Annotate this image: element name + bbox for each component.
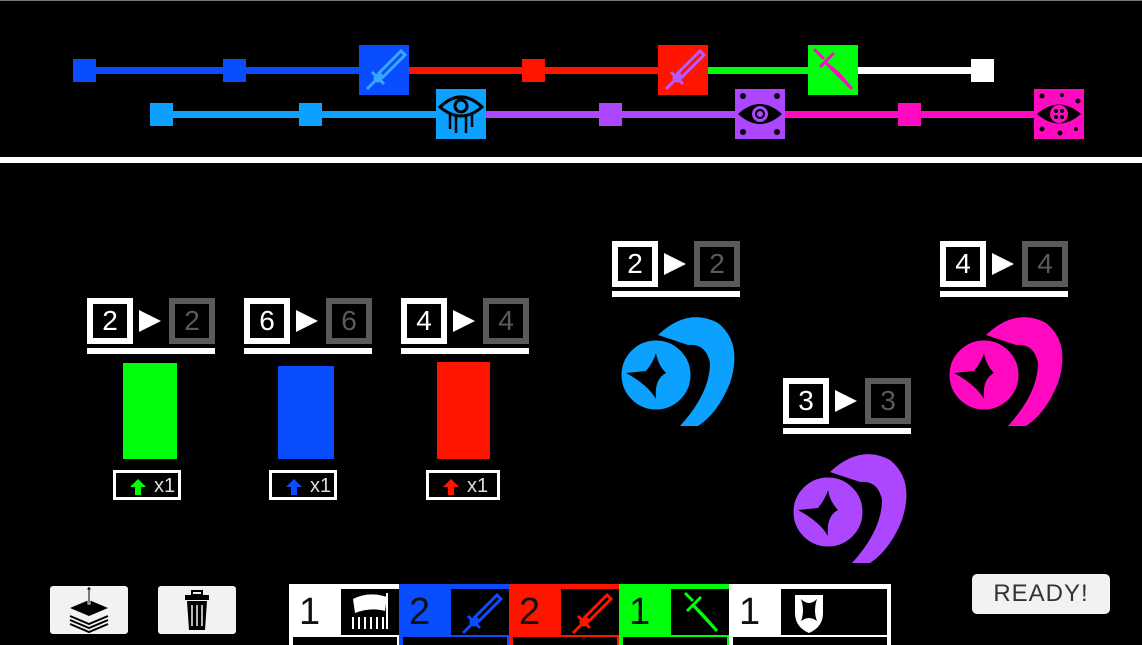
track-line-green xyxy=(684,67,834,74)
card-stack-upload-icon xyxy=(69,585,109,634)
arrow-right-icon xyxy=(835,390,857,412)
arrow-right-icon xyxy=(664,253,686,275)
track-node[interactable] xyxy=(599,103,622,126)
multiplier-badge[interactable]: x1 xyxy=(426,470,500,500)
track-node[interactable] xyxy=(73,59,96,82)
stat-bar-green xyxy=(123,363,177,459)
track-node[interactable] xyxy=(898,103,921,126)
underline xyxy=(940,291,1068,297)
hand-slot-banner[interactable]: 1 xyxy=(289,584,399,645)
multiplier-text: x1 xyxy=(154,475,176,497)
stat-bar-red xyxy=(437,362,490,459)
arrow-up-icon xyxy=(130,479,146,495)
slot-icon-box xyxy=(781,589,887,635)
arrow-right-icon xyxy=(139,310,161,332)
arrow-right-icon xyxy=(296,310,318,332)
hand-slot-green-dagger[interactable]: 1 xyxy=(619,584,729,645)
underline xyxy=(401,348,529,354)
slot-count: 1 xyxy=(629,591,651,633)
wave-creature-icon xyxy=(946,317,1063,426)
enemy-counter: 4 4 xyxy=(940,241,1068,299)
track-node-green-dagger[interactable] xyxy=(808,45,858,95)
shield-icon xyxy=(795,595,823,633)
star-eye-icon xyxy=(1037,93,1081,136)
underline xyxy=(612,291,740,297)
next-value: 2 xyxy=(169,298,215,344)
slot-icon-box xyxy=(561,589,619,635)
arrow-right-icon xyxy=(992,253,1014,275)
track-node[interactable] xyxy=(971,59,994,82)
multiplier-badge[interactable]: x1 xyxy=(113,470,181,500)
slot-icon-box xyxy=(341,589,399,635)
wave-creature-icon xyxy=(790,454,907,563)
slot-icon-box xyxy=(451,589,509,635)
slot-footer xyxy=(293,637,397,645)
slot-icon-box xyxy=(671,589,729,635)
next-value: 2 xyxy=(694,241,740,287)
current-value: 2 xyxy=(612,241,658,287)
sword-icon xyxy=(571,592,614,635)
next-value: 4 xyxy=(1022,241,1068,287)
wave-creature-icon xyxy=(618,317,735,426)
slot-footer xyxy=(403,637,507,645)
sword-icon xyxy=(664,48,707,91)
track-node-star-eye[interactable] xyxy=(1034,89,1084,139)
underline xyxy=(244,348,372,354)
arrow-up-icon xyxy=(286,479,302,495)
hand-slot-red-sword[interactable]: 2 xyxy=(509,584,619,645)
current-value: 3 xyxy=(783,378,829,424)
sword-icon xyxy=(461,592,504,635)
bleeding-eye-icon xyxy=(437,95,485,133)
slot-footer xyxy=(623,637,727,645)
track-node-red-sword[interactable] xyxy=(658,45,708,95)
stat-counter: 4 4 xyxy=(401,298,529,356)
next-value: 3 xyxy=(865,378,911,424)
ready-button[interactable]: READY! xyxy=(972,574,1110,614)
track-node-flame-eye[interactable] xyxy=(735,89,785,139)
trash-icon xyxy=(185,590,209,630)
board-divider xyxy=(0,157,1142,163)
dagger-icon xyxy=(812,47,854,91)
draw-cards-button[interactable] xyxy=(50,585,128,634)
track-node-bleeding-eye[interactable] xyxy=(436,89,486,139)
dagger-icon xyxy=(683,591,719,633)
enemy-counter: 2 2 xyxy=(612,241,740,299)
current-value: 4 xyxy=(940,241,986,287)
underline xyxy=(783,428,911,434)
slot-count: 1 xyxy=(299,591,321,633)
hand-slot-shield[interactable]: 1 xyxy=(729,584,891,645)
stat-counter: 6 6 xyxy=(244,298,372,356)
track-node[interactable] xyxy=(150,103,173,126)
underline xyxy=(87,348,215,354)
arrow-up-icon xyxy=(443,479,459,495)
track-node[interactable] xyxy=(299,103,322,126)
slot-count: 2 xyxy=(409,591,431,633)
slot-count: 1 xyxy=(739,591,761,633)
track-line-white xyxy=(834,67,984,74)
track-node[interactable] xyxy=(223,59,246,82)
stat-bar-blue xyxy=(278,366,334,459)
hand-slot-blue-sword[interactable]: 2 xyxy=(399,584,509,645)
multiplier-badge[interactable]: x1 xyxy=(269,470,337,500)
current-value: 2 xyxy=(87,298,133,344)
stat-counter: 2 2 xyxy=(87,298,215,356)
banner-army-icon xyxy=(352,593,388,629)
multiplier-text: x1 xyxy=(467,475,489,497)
trash-button[interactable] xyxy=(158,586,236,634)
arrow-right-icon xyxy=(453,310,475,332)
slot-footer xyxy=(733,637,887,645)
multiplier-text: x1 xyxy=(310,475,332,497)
track-node[interactable] xyxy=(522,59,545,82)
sword-icon xyxy=(365,48,408,91)
next-value: 4 xyxy=(483,298,529,344)
flame-eye-icon xyxy=(738,93,782,135)
enemy-counter: 3 3 xyxy=(783,378,911,436)
track-node-blue-sword[interactable] xyxy=(359,45,409,95)
slot-footer xyxy=(513,637,617,645)
current-value: 4 xyxy=(401,298,447,344)
slot-count: 2 xyxy=(519,591,541,633)
next-value: 6 xyxy=(326,298,372,344)
current-value: 6 xyxy=(244,298,290,344)
